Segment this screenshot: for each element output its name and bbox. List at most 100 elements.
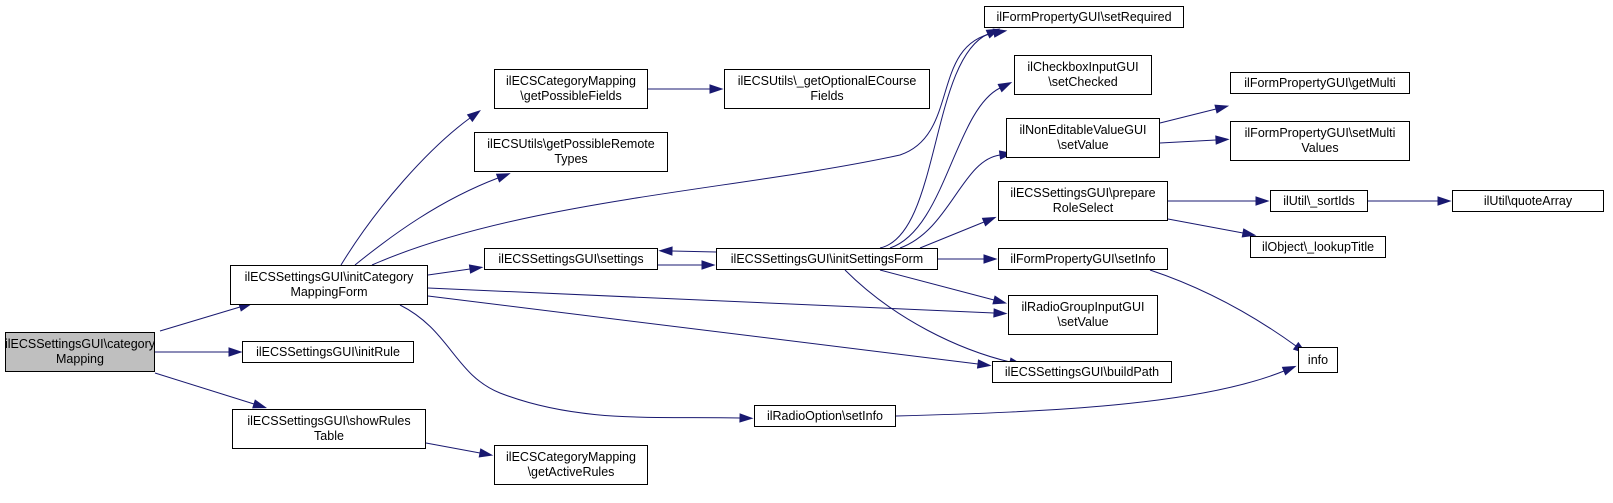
arrowhead-showRulesTable-to-getActiveRules bbox=[478, 448, 494, 458]
node-nonEditableSetValue[interactable]: ilNonEditableValueGUI\setValue bbox=[1006, 118, 1160, 158]
node-label-line: ilECSUtils\_getOptionalECourse bbox=[737, 74, 917, 88]
node-radioSetInfo[interactable]: ilRadioOption\setInfo bbox=[754, 405, 896, 427]
arrowhead-prepareRoleSelect-to-lookupTitle bbox=[1241, 228, 1257, 238]
edge-initSettingsForm-to-setChecked bbox=[889, 87, 1001, 249]
node-label-line: ilECSSettingsGUI\prepare bbox=[1010, 186, 1156, 200]
node-label-line: \setValue bbox=[1057, 138, 1109, 152]
node-label-line: ilECSCategoryMapping bbox=[506, 74, 636, 88]
node-label-line: ilUtil\quoteArray bbox=[1483, 193, 1573, 208]
node-info[interactable]: info bbox=[1298, 347, 1338, 373]
node-label-line: ilCheckboxInputGUI bbox=[1027, 60, 1139, 74]
node-label-line: info bbox=[1307, 352, 1329, 367]
arrowhead-initSettingsForm-to-prepareRoleSelect bbox=[981, 216, 997, 227]
arrowhead-getPossibleFields-to-getOptionalECourseFields bbox=[709, 84, 724, 94]
node-label-line: \setChecked bbox=[1048, 75, 1118, 89]
node-label-line: Types bbox=[554, 152, 588, 166]
edge-showRulesTable-to-getActiveRules bbox=[425, 442, 481, 454]
node-initRule[interactable]: ilECSSettingsGUI\initRule bbox=[242, 341, 414, 363]
edge-formSetInfo-to-info bbox=[1149, 269, 1297, 347]
arrowhead-categoryMapping-to-showRulesTable bbox=[252, 399, 267, 409]
node-radioGroupSetValue[interactable]: ilRadioGroupInputGUI\setValue bbox=[1008, 295, 1158, 335]
edge-initCategoryMappingForm-to-getPossibleRemoteTypes bbox=[354, 177, 499, 266]
edge-prepareRoleSelect-to-lookupTitle bbox=[1167, 218, 1244, 234]
node-label-line: ilECSSettingsGUI\category bbox=[4, 337, 156, 351]
node-label-line: ilFormPropertyGUI\getMulti bbox=[1244, 75, 1396, 90]
arrowhead-initSettingsForm-to-setChecked bbox=[997, 82, 1013, 93]
node-label-line: \getActiveRules bbox=[527, 465, 615, 479]
node-label-line: Values bbox=[1301, 141, 1339, 155]
arrowhead-categoryMapping-to-initRule bbox=[228, 347, 243, 357]
node-sortIds[interactable]: ilUtil\_sortIds bbox=[1270, 190, 1368, 212]
node-lookupTitle[interactable]: ilObject\_lookupTitle bbox=[1250, 236, 1386, 258]
arrowhead-initCategoryMappingForm-to-radioGroupSetValue bbox=[993, 308, 1008, 318]
node-label-line: Table bbox=[314, 429, 344, 443]
arrowhead-initSettingsForm-to-settings bbox=[658, 246, 673, 256]
edge-radioSetInfo-to-info bbox=[895, 370, 1285, 417]
arrowhead-settings-to-initSettingsForm bbox=[701, 260, 716, 270]
arrowhead-initCategoryMappingForm-to-getPossibleRemoteTypes bbox=[495, 173, 511, 183]
node-label-line: MappingForm bbox=[290, 285, 368, 299]
node-label-line: ilNonEditableValueGUI bbox=[1019, 123, 1147, 137]
edge-initCategoryMappingForm-to-radioGroupSetValue bbox=[427, 287, 995, 314]
node-label-line: \getPossibleFields bbox=[520, 89, 622, 103]
node-label-line: ilRadioOption\setInfo bbox=[766, 408, 884, 423]
arrowhead-initCategoryMappingForm-to-getPossibleFields bbox=[466, 109, 481, 123]
node-quoteArray[interactable]: ilUtil\quoteArray bbox=[1452, 190, 1604, 212]
arrowhead-initCategoryMappingForm-to-settings bbox=[468, 264, 484, 274]
node-settings[interactable]: ilECSSettingsGUI\settings bbox=[484, 248, 658, 270]
node-label-line: Mapping bbox=[56, 352, 104, 366]
node-initSettingsForm[interactable]: ilECSSettingsGUI\initSettingsForm bbox=[716, 248, 938, 270]
node-getPossibleFields[interactable]: ilECSCategoryMapping\getPossibleFields bbox=[494, 69, 648, 109]
edge-categoryMapping-to-showRulesTable bbox=[154, 372, 255, 405]
node-label-line: ilECSCategoryMapping bbox=[506, 450, 636, 464]
edge-initCategoryMappingForm-to-buildPath bbox=[427, 295, 979, 365]
node-setChecked[interactable]: ilCheckboxInputGUI\setChecked bbox=[1014, 55, 1152, 95]
node-getMulti[interactable]: ilFormPropertyGUI\getMulti bbox=[1230, 72, 1410, 94]
node-label-line: ilECSSettingsGUI\initRule bbox=[256, 344, 400, 359]
node-label-line: ilECSSettingsGUI\initCategory bbox=[244, 270, 414, 284]
arrowhead-radioSetInfo-to-info bbox=[1281, 365, 1297, 376]
node-buildPath[interactable]: ilECSSettingsGUI\buildPath bbox=[992, 361, 1172, 383]
edge-initCategoryMappingForm-to-settings bbox=[427, 268, 471, 276]
node-label-line: ilECSSettingsGUI\buildPath bbox=[1004, 364, 1160, 379]
edge-categoryMapping-to-initCategoryMappingForm bbox=[159, 306, 241, 332]
arrowhead-initCategoryMappingForm-to-radioSetInfo bbox=[739, 413, 754, 423]
node-label-line: ilFormPropertyGUI\setRequired bbox=[996, 9, 1172, 24]
node-label-line: ilObject\_lookupTitle bbox=[1261, 239, 1375, 254]
node-label-line: ilECSSettingsGUI\initSettingsForm bbox=[730, 251, 924, 266]
node-formSetInfo[interactable]: ilFormPropertyGUI\setInfo bbox=[998, 248, 1168, 270]
edge-initSettingsForm-to-prepareRoleSelect bbox=[919, 221, 985, 249]
node-label-line: ilECSUtils\getPossibleRemote bbox=[487, 137, 655, 151]
node-label-line: RoleSelect bbox=[1052, 201, 1114, 215]
node-setRequired[interactable]: ilFormPropertyGUI\setRequired bbox=[984, 6, 1184, 28]
arrowhead-initSettingsForm-to-formSetInfo bbox=[983, 254, 998, 264]
node-label-line: \setValue bbox=[1057, 315, 1109, 329]
edge-initSettingsForm-to-nonEditableSetValue bbox=[899, 154, 1001, 249]
node-label-line: ilFormPropertyGUI\setMulti bbox=[1244, 126, 1396, 140]
edge-initCategoryMappingForm-to-radioSetInfo bbox=[399, 304, 741, 419]
arrowhead-sortIds-to-quoteArray bbox=[1437, 196, 1452, 206]
edge-initSettingsForm-to-setRequired bbox=[879, 33, 989, 249]
arrowhead-initCategoryMappingForm-to-buildPath bbox=[976, 359, 992, 369]
node-label-line: ilRadioGroupInputGUI bbox=[1021, 300, 1145, 314]
arrowhead-prepareRoleSelect-to-sortIds bbox=[1255, 196, 1270, 206]
arrowhead-nonEditableSetValue-to-setMultiValues bbox=[1215, 135, 1230, 145]
node-getActiveRules[interactable]: ilECSCategoryMapping\getActiveRules bbox=[494, 445, 648, 485]
arrowhead-nonEditableSetValue-to-getMulti bbox=[1214, 104, 1230, 114]
node-label-line: Fields bbox=[810, 89, 844, 103]
edge-initCategoryMappingForm-to-setRequired bbox=[371, 32, 995, 266]
node-label-line: ilFormPropertyGUI\setInfo bbox=[1010, 251, 1156, 266]
edge-nonEditableSetValue-to-getMulti bbox=[1159, 108, 1217, 124]
node-label-line: ilECSSettingsGUI\showRules bbox=[247, 414, 411, 428]
node-label-line: ilECSSettingsGUI\settings bbox=[498, 251, 644, 266]
edge-nonEditableSetValue-to-setMultiValues bbox=[1159, 139, 1217, 144]
